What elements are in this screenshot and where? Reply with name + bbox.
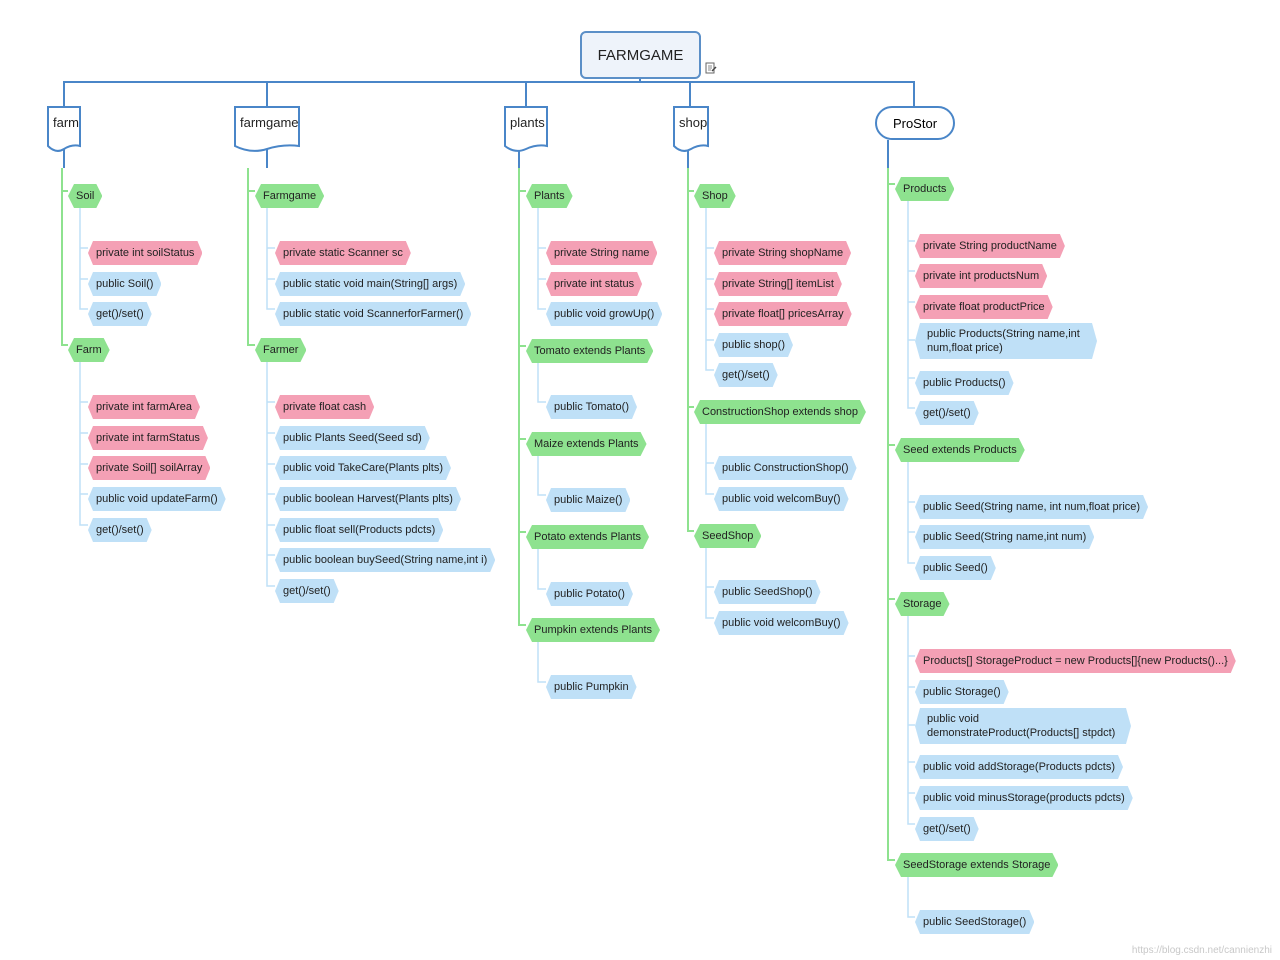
- method-node[interactable]: public void growUp(): [546, 302, 662, 326]
- package-shop[interactable]: shop: [673, 106, 709, 152]
- class-farmgame[interactable]: Farmgame: [255, 184, 324, 208]
- field-node[interactable]: private int soilStatus: [88, 241, 202, 265]
- class-storage[interactable]: Storage: [895, 592, 950, 616]
- root-node[interactable]: FARMGAME: [580, 31, 701, 79]
- method-node[interactable]: get()/set(): [88, 518, 152, 542]
- method-node[interactable]: public Products(String name,int num,floa…: [915, 323, 1097, 359]
- field-node[interactable]: private int status: [546, 272, 642, 296]
- field-node[interactable]: private int farmStatus: [88, 426, 208, 450]
- method-node[interactable]: public float sell(Products pdcts): [275, 518, 443, 542]
- method-node[interactable]: public Maize(): [546, 488, 630, 512]
- method-node[interactable]: public Plants Seed(Seed sd): [275, 426, 430, 450]
- field-node[interactable]: private int farmArea: [88, 395, 200, 419]
- field-node[interactable]: private String productName: [915, 234, 1065, 258]
- method-node[interactable]: public static void main(String[] args): [275, 272, 465, 296]
- method-node[interactable]: get()/set(): [88, 302, 152, 326]
- class-potato[interactable]: Potato extends Plants: [526, 525, 649, 549]
- package-farmgame-label: farmgame: [240, 115, 299, 130]
- method-node[interactable]: public void TakeCare(Plants plts): [275, 456, 451, 480]
- class-products[interactable]: Products: [895, 177, 954, 201]
- method-node[interactable]: public ConstructionShop(): [714, 456, 857, 480]
- method-node[interactable]: public void demonstrateProduct(Products[…: [915, 708, 1131, 744]
- method-node[interactable]: public void welcomBuy(): [714, 487, 849, 511]
- field-node[interactable]: private String[] itemList: [714, 272, 842, 296]
- package-plants[interactable]: plants: [504, 106, 548, 152]
- package-wave-icon: [504, 144, 548, 152]
- method-node[interactable]: public Seed(): [915, 556, 996, 580]
- class-seedshop[interactable]: SeedShop: [694, 524, 761, 548]
- field-node[interactable]: private static Scanner sc: [275, 241, 411, 265]
- field-node[interactable]: private int productsNum: [915, 264, 1047, 288]
- method-node[interactable]: public boolean Harvest(Plants plts): [275, 487, 461, 511]
- package-wave-icon: [47, 144, 81, 152]
- field-node[interactable]: private Soil[] soilArray: [88, 456, 210, 480]
- method-node[interactable]: public void updateFarm(): [88, 487, 226, 511]
- package-wave-icon: [673, 144, 709, 152]
- class-pumpkin[interactable]: Pumpkin extends Plants: [526, 618, 660, 642]
- method-node[interactable]: public SeedShop(): [714, 580, 821, 604]
- class-farm[interactable]: Farm: [68, 338, 110, 362]
- class-seedstorage[interactable]: SeedStorage extends Storage: [895, 853, 1058, 877]
- field-node[interactable]: private float productPrice: [915, 295, 1053, 319]
- class-plants[interactable]: Plants: [526, 184, 573, 208]
- field-node[interactable]: private String name: [546, 241, 657, 265]
- class-maize[interactable]: Maize extends Plants: [526, 432, 647, 456]
- method-node[interactable]: public SeedStorage(): [915, 910, 1034, 934]
- package-farm[interactable]: farm: [47, 106, 81, 152]
- field-node[interactable]: Products[] StorageProduct = new Products…: [915, 649, 1236, 673]
- field-node[interactable]: private float[] pricesArray: [714, 302, 852, 326]
- method-node[interactable]: get()/set(): [275, 579, 339, 603]
- method-node[interactable]: public Seed(String name, int num,float p…: [915, 495, 1148, 519]
- method-node[interactable]: public static void ScannerforFarmer(): [275, 302, 471, 326]
- package-farmgame[interactable]: farmgame: [234, 106, 300, 152]
- method-node[interactable]: public Tomato(): [546, 395, 637, 419]
- method-node[interactable]: get()/set(): [915, 817, 979, 841]
- class-soil[interactable]: Soil: [68, 184, 102, 208]
- package-prostor[interactable]: ProStor: [875, 106, 955, 140]
- class-shop[interactable]: Shop: [694, 184, 736, 208]
- package-farm-label: farm: [53, 115, 79, 130]
- field-node[interactable]: private String shopName: [714, 241, 851, 265]
- package-wave-icon: [234, 144, 300, 152]
- method-node[interactable]: public void minusStorage(products pdcts): [915, 786, 1133, 810]
- method-node[interactable]: public void addStorage(Products pdcts): [915, 755, 1123, 779]
- method-node[interactable]: public Seed(String name,int num): [915, 525, 1094, 549]
- package-plants-label: plants: [510, 115, 545, 130]
- method-node[interactable]: get()/set(): [714, 363, 778, 387]
- class-tomato[interactable]: Tomato extends Plants: [526, 339, 653, 363]
- method-node[interactable]: public Pumpkin: [546, 675, 637, 699]
- class-seed[interactable]: Seed extends Products: [895, 438, 1025, 462]
- method-node[interactable]: public Storage(): [915, 680, 1009, 704]
- method-node[interactable]: public boolean buySeed(String name,int i…: [275, 548, 495, 572]
- method-node[interactable]: public shop(): [714, 333, 793, 357]
- edit-note-icon[interactable]: [705, 62, 717, 74]
- class-farmer[interactable]: Farmer: [255, 338, 306, 362]
- method-node[interactable]: public Potato(): [546, 582, 633, 606]
- method-node[interactable]: public void welcomBuy(): [714, 611, 849, 635]
- method-node[interactable]: public Soil(): [88, 272, 161, 296]
- method-node[interactable]: public Products(): [915, 371, 1014, 395]
- method-node[interactable]: get()/set(): [915, 401, 979, 425]
- field-node[interactable]: private float cash: [275, 395, 374, 419]
- package-shop-label: shop: [679, 115, 708, 130]
- class-constructionshop[interactable]: ConstructionShop extends shop: [694, 400, 866, 424]
- watermark: https://blog.csdn.net/cannienzhi: [1131, 945, 1272, 956]
